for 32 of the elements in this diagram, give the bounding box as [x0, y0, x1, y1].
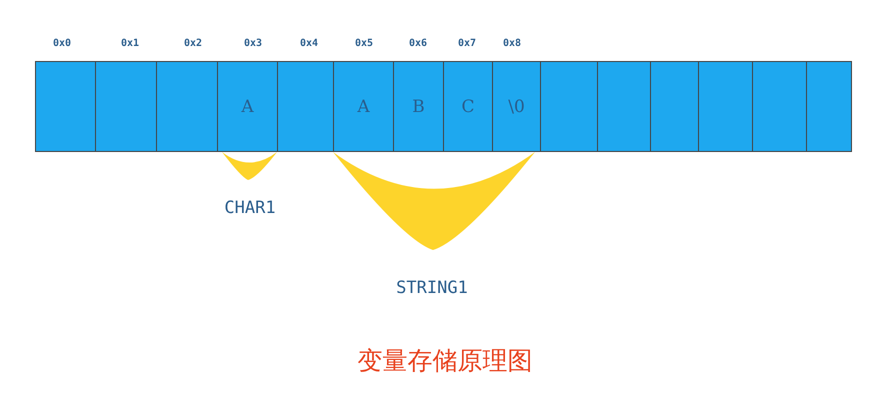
memory-cell	[393, 61, 444, 152]
address-label: 0x4	[300, 38, 318, 49]
cell-value: C	[461, 96, 474, 116]
memory-cell	[277, 61, 334, 152]
address-label: 0x3	[244, 38, 262, 49]
address-label: 0x1	[120, 38, 140, 49]
memory-cell	[806, 61, 852, 152]
memory-cell	[650, 61, 699, 152]
memory-cell	[752, 61, 807, 152]
memory-cell	[95, 61, 157, 152]
memory-cell	[333, 61, 394, 152]
caption: 变量存储原理图	[358, 345, 532, 377]
address-label: 0x8	[502, 38, 522, 49]
address-label: 0x6	[408, 38, 428, 49]
cell-value: B	[412, 96, 425, 116]
cell-value: A	[241, 96, 254, 116]
address-label: 0x7	[458, 38, 476, 49]
memory-cell	[492, 61, 541, 152]
address-label: 0x0	[52, 38, 72, 49]
memory-cell	[540, 61, 598, 152]
memory-cell	[35, 61, 96, 152]
cell-value: A	[357, 96, 370, 116]
address-label: 0x2	[184, 38, 202, 49]
address-label: 0x5	[354, 38, 374, 49]
memory-cell	[597, 61, 651, 152]
memory-cell	[217, 61, 278, 152]
variable-label: CHAR1	[224, 198, 276, 218]
cell-value: \0	[508, 96, 525, 116]
variable-label: STRING1	[396, 278, 468, 298]
memory-cell	[698, 61, 753, 152]
memory-cell	[443, 61, 493, 152]
memory-cell	[156, 61, 218, 152]
